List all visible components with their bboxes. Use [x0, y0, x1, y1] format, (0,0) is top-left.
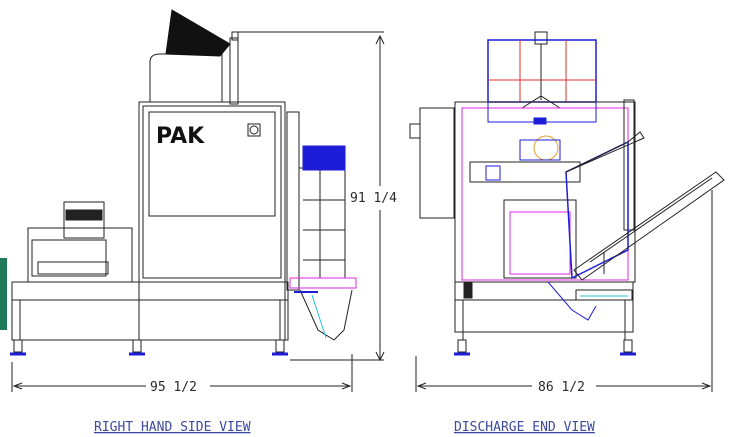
end-hopper — [487, 39, 597, 103]
height-dimension-label: 91 1/4 — [350, 191, 397, 206]
side-cabinet — [138, 101, 286, 283]
side-view-label: RIGHT HAND SIDE VIEW — [94, 420, 251, 435]
end-discharge-conveyor — [573, 171, 725, 281]
end-leg-right — [623, 339, 633, 353]
side-leg-mid — [132, 339, 142, 353]
side-leg-right — [275, 339, 285, 353]
end-carriage — [469, 161, 581, 183]
side-scale-table — [27, 227, 133, 283]
height-dimension — [232, 31, 385, 362]
end-leg-left — [457, 339, 467, 353]
side-hopper — [149, 53, 223, 102]
side-view-drawing — [10, 9, 357, 356]
side-base-frame — [11, 281, 289, 341]
side-width-dimension-label: 95 1/2 — [150, 380, 197, 395]
end-width-dimension — [415, 190, 713, 392]
side-cabinet-panel — [148, 111, 276, 217]
end-width-dimension-label: 86 1/2 — [538, 380, 585, 395]
side-leg-left — [13, 339, 23, 353]
pak-logo: PAK — [156, 124, 205, 149]
edge-tab — [0, 258, 7, 330]
end-view-drawing — [409, 31, 725, 356]
end-body — [454, 101, 636, 283]
end-view-label: DISCHARGE END VIEW — [454, 420, 595, 435]
side-discharge-frame — [286, 111, 300, 291]
logo-badge-icon — [247, 123, 261, 137]
end-lower-frame — [503, 199, 577, 279]
side-width-dimension — [11, 354, 353, 392]
